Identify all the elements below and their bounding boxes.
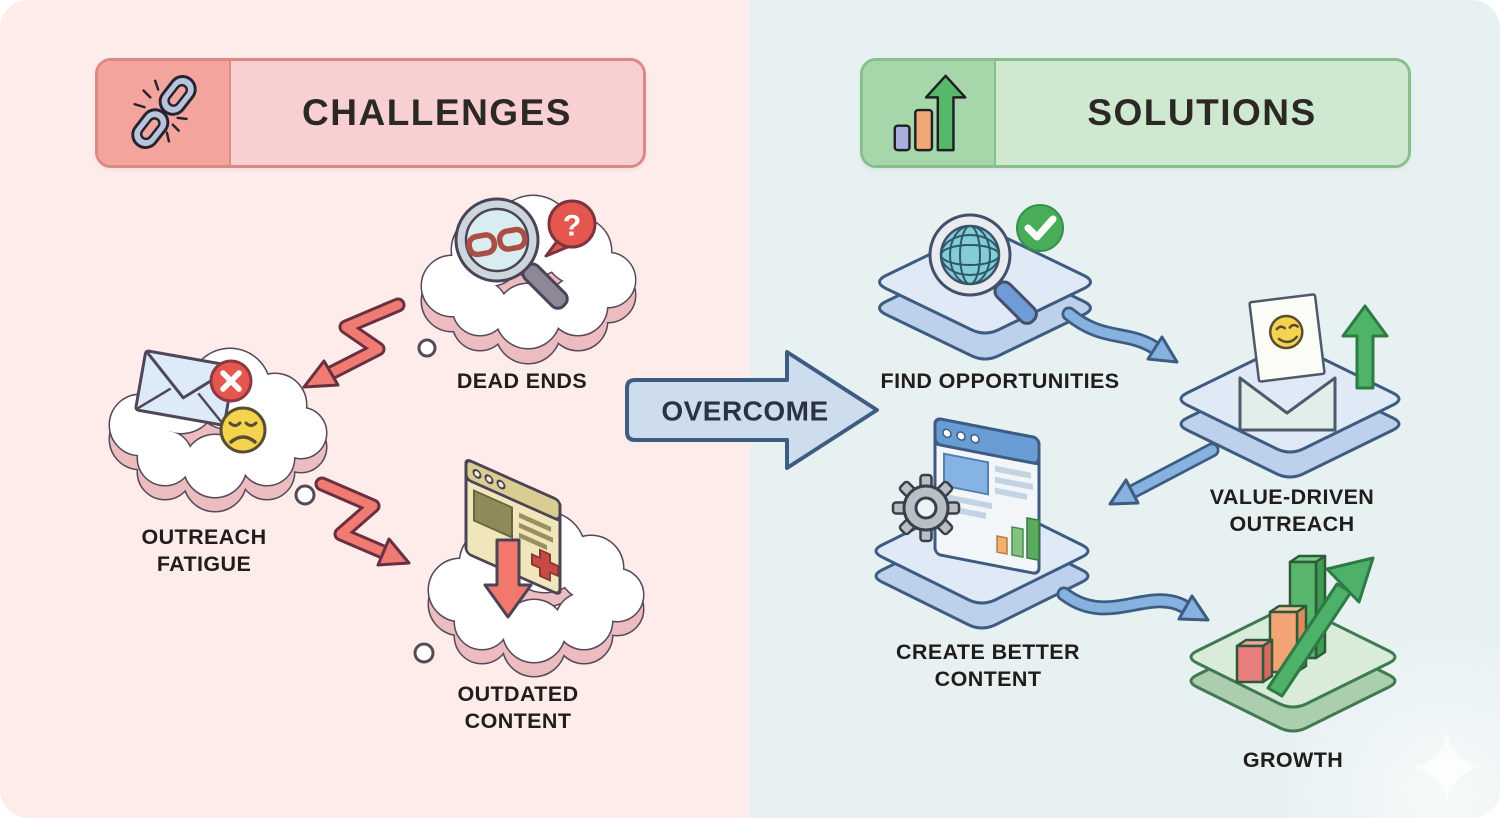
webpage-icon bbox=[933, 417, 1041, 575]
create-better-content-platform bbox=[874, 417, 1090, 630]
down-arrow-icon bbox=[483, 538, 533, 619]
check-badge-icon bbox=[1016, 204, 1064, 252]
error-badge-icon bbox=[209, 359, 253, 403]
thought-trail-dot bbox=[413, 642, 435, 664]
create-better-content-label: CREATE BETTER CONTENT bbox=[896, 640, 1080, 691]
thought-trail-dot bbox=[294, 484, 316, 506]
solutions-header: SOLUTIONS bbox=[860, 58, 1411, 168]
value-driven-outreach-platform bbox=[1179, 293, 1401, 479]
thought-trail-dot bbox=[417, 338, 437, 358]
arrow-create-to-growth bbox=[1056, 586, 1210, 622]
sparkle-icon bbox=[1412, 732, 1482, 802]
growth-platform bbox=[1189, 554, 1397, 733]
outreach-fatigue-label: OUTREACH FATIGUE bbox=[141, 525, 267, 576]
outdated-content-cloud bbox=[413, 459, 645, 678]
globe-magnifier-icon bbox=[928, 213, 1038, 325]
question-mark: ? bbox=[563, 210, 581, 243]
red-cross-icon bbox=[531, 548, 559, 582]
growth-label: GROWTH bbox=[1242, 748, 1344, 772]
dead-ends-cloud: ? bbox=[417, 194, 637, 365]
outreach-fatigue-cloud bbox=[108, 347, 328, 513]
broken-link-icon bbox=[98, 61, 231, 165]
question-bubble-icon: ? bbox=[544, 199, 597, 258]
challenges-header: CHALLENGES bbox=[95, 58, 646, 168]
old-webpage-icon bbox=[464, 459, 562, 595]
overcome-label: OVERCOME bbox=[661, 396, 828, 427]
outdated-content-label: OUTDATED CONTENT bbox=[457, 682, 579, 733]
magnifier-broken-link-icon bbox=[454, 197, 569, 310]
challenges-title: CHALLENGES bbox=[231, 61, 643, 165]
arrow-find-to-value bbox=[1061, 306, 1179, 364]
up-arrow-icon bbox=[1341, 304, 1389, 390]
dead-ends-label: DEAD ENDS bbox=[456, 369, 588, 393]
find-opportunities-label: FIND OPPORTUNITIES bbox=[880, 369, 1120, 393]
growth-arrow-icon bbox=[1266, 556, 1375, 698]
arrow-value-to-create bbox=[1108, 442, 1220, 506]
zigzag-arrow-dead-ends-to-fatigue bbox=[302, 297, 406, 389]
overcome-arrow: OVERCOME bbox=[625, 350, 879, 470]
red-bar bbox=[1235, 638, 1274, 684]
friendly-email-icon bbox=[1238, 293, 1337, 432]
gear-icon bbox=[891, 473, 961, 543]
bar-chart-up-icon bbox=[863, 61, 996, 165]
solutions-title: SOLUTIONS bbox=[996, 61, 1408, 165]
sad-face-icon bbox=[219, 406, 267, 454]
zigzag-arrow-fatigue-to-outdated bbox=[314, 476, 411, 567]
value-driven-outreach-label: VALUE-DRIVEN OUTREACH bbox=[1209, 485, 1375, 536]
find-opportunities-platform bbox=[878, 204, 1092, 361]
